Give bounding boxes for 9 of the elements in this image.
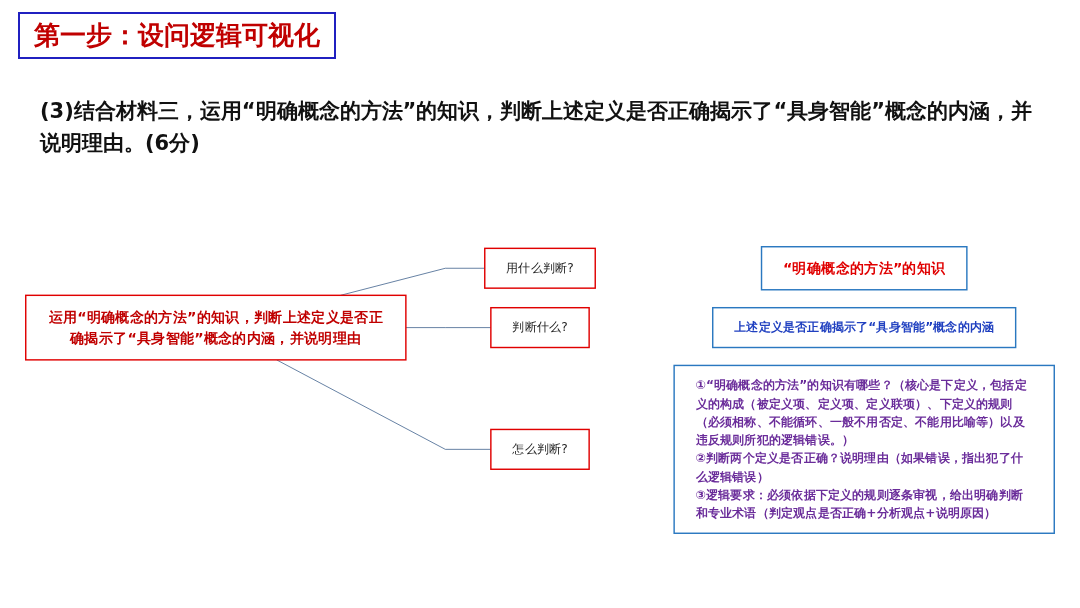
title-box: 第一步：设问逻辑可视化 [18,12,336,59]
node-box: 判断什么? [490,307,590,349]
node-box: 上述定义是否正确揭示了“具身智能”概念的内涵 [712,307,1017,349]
node-box: 用什么判断? [484,247,596,289]
node-box: 怎么判断? [490,428,590,470]
node-box: “明确概念的方法”的知识 [760,246,968,291]
question-text: (3)结合材料三，运用“明确概念的方法”的知识，判断上述定义是否正确揭示了“具身智能”概念的内涵，并说明理由。(6分) [40,98,1033,157]
node-box: ①“明确概念的方法”的知识有哪些？（核心是下定义，包括定义的构成（被定义项、定义项、定义联项）、下定义的规则（必须相称、不能循环、一般不用否定、不能用比喻等）以及违反规则所犯的逻辑错误。） ②判断两个定义是否正确？说明理由（如果错误，指出犯了什么逻辑错误） ③逻辑要求：必须依据下定义的规则逐条审视，给出明确判断和专业术语（判定观点是否正确+分析观点+说明原因） [673,364,1055,534]
node-box: 运用“明确概念的方法”的知识，判断上述定义是否正确揭示了“具身智能”概念的内涵，并说明理由 [25,294,407,361]
